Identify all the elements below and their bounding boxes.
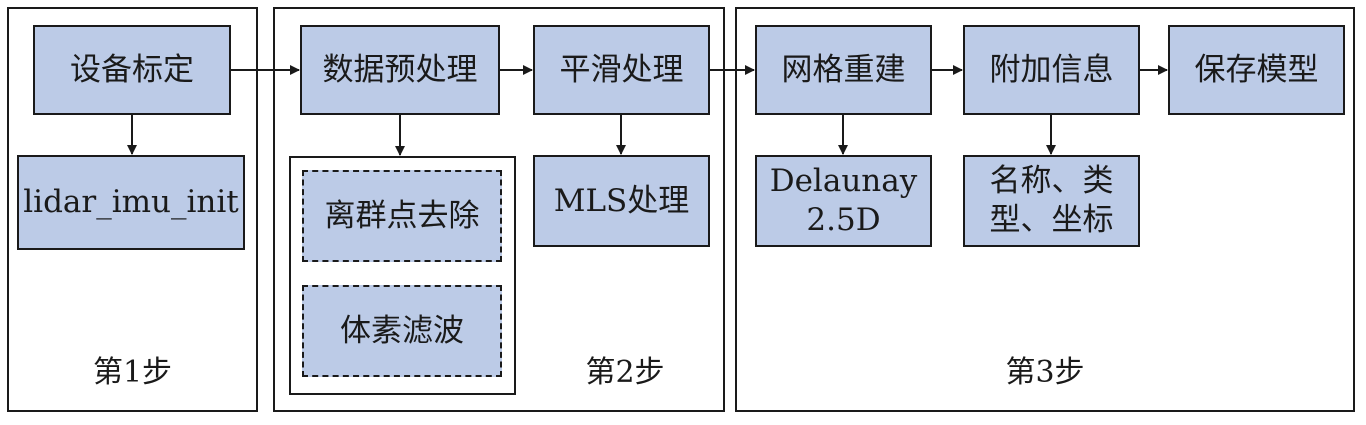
voxel-filter-node: 体素滤波 (302, 285, 502, 377)
smoothing-node: 平滑处理 (533, 25, 710, 115)
save-model-node: 保存模型 (1168, 25, 1345, 115)
delaunay-node: Delaunay 2.5D (755, 155, 932, 247)
lidar-imu-init-node: lidar_imu_init (17, 155, 245, 250)
preprocess-detail-frame (289, 156, 516, 395)
outlier-removal-node: 离群点去除 (302, 170, 502, 262)
step3-label: 第3步 (1005, 355, 1085, 390)
device-calibration-node: 设备标定 (33, 25, 231, 115)
attributes-node: 名称、类 型、坐标 (963, 155, 1140, 247)
data-preprocess-node: 数据预处理 (300, 25, 500, 115)
step2-label: 第2步 (585, 355, 665, 390)
mls-node: MLS处理 (533, 155, 710, 247)
mesh-reconstruction-node: 网格重建 (755, 25, 932, 115)
extra-info-node: 附加信息 (963, 25, 1140, 115)
step1-label: 第1步 (92, 355, 173, 390)
